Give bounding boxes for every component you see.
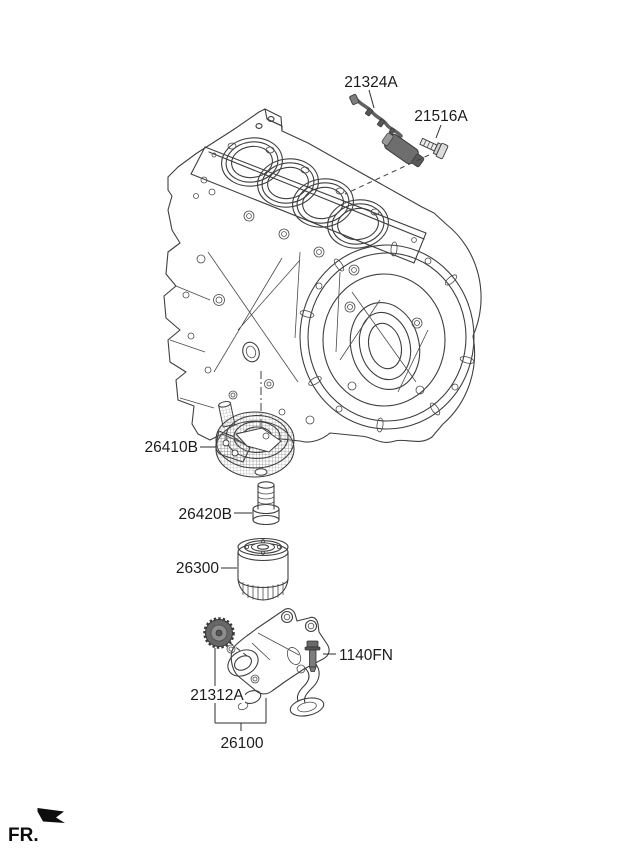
sensor-bolt-drawing <box>419 137 449 160</box>
part-label-oil-filter: 26300 <box>176 560 219 577</box>
cylinder-bores <box>221 137 389 249</box>
pump-bolt-drawing <box>304 640 321 672</box>
part-label-oil-cooler: 26410B <box>145 439 198 456</box>
alignment-line-sensor <box>344 154 430 195</box>
part-label-sensor-bolt: 21516A <box>414 108 468 125</box>
bell-housing <box>299 241 475 433</box>
part-label-filter-stud: 26420B <box>179 506 232 523</box>
deck-bolt-holes <box>211 142 417 276</box>
label-backplate <box>189 686 245 703</box>
crank-sensor-drawing <box>349 93 425 168</box>
filter-stud-drawing <box>252 481 280 526</box>
pump-sprocket-drawing <box>203 617 235 649</box>
part-label-crank-sensor-harness: 21324A <box>344 74 398 91</box>
alignment-line-sprocket <box>228 641 252 660</box>
leader-line-21516a <box>435 124 442 139</box>
bracket-26100 <box>214 648 267 731</box>
oil-filter-drawing <box>237 537 289 601</box>
block-face-details <box>169 176 341 425</box>
fr-arrow-icon <box>37 808 65 823</box>
sensor-body <box>381 132 425 168</box>
fr-label: FR. <box>8 825 39 846</box>
oil-cooler-drawing <box>215 401 295 478</box>
part-label-pump-sprocket: 21312A <box>190 687 244 704</box>
engine-block-drawing <box>163 108 482 445</box>
cooler-nipple <box>218 401 236 428</box>
fr-marker: FR. <box>8 808 65 846</box>
part-label-oil-pump: 26100 <box>220 735 263 752</box>
leader-line-21324a <box>368 89 375 109</box>
part-label-pump-bolt: 1140FN <box>339 647 393 664</box>
oil-pump-drawing <box>226 608 330 717</box>
bell-flange-slots <box>299 241 475 433</box>
